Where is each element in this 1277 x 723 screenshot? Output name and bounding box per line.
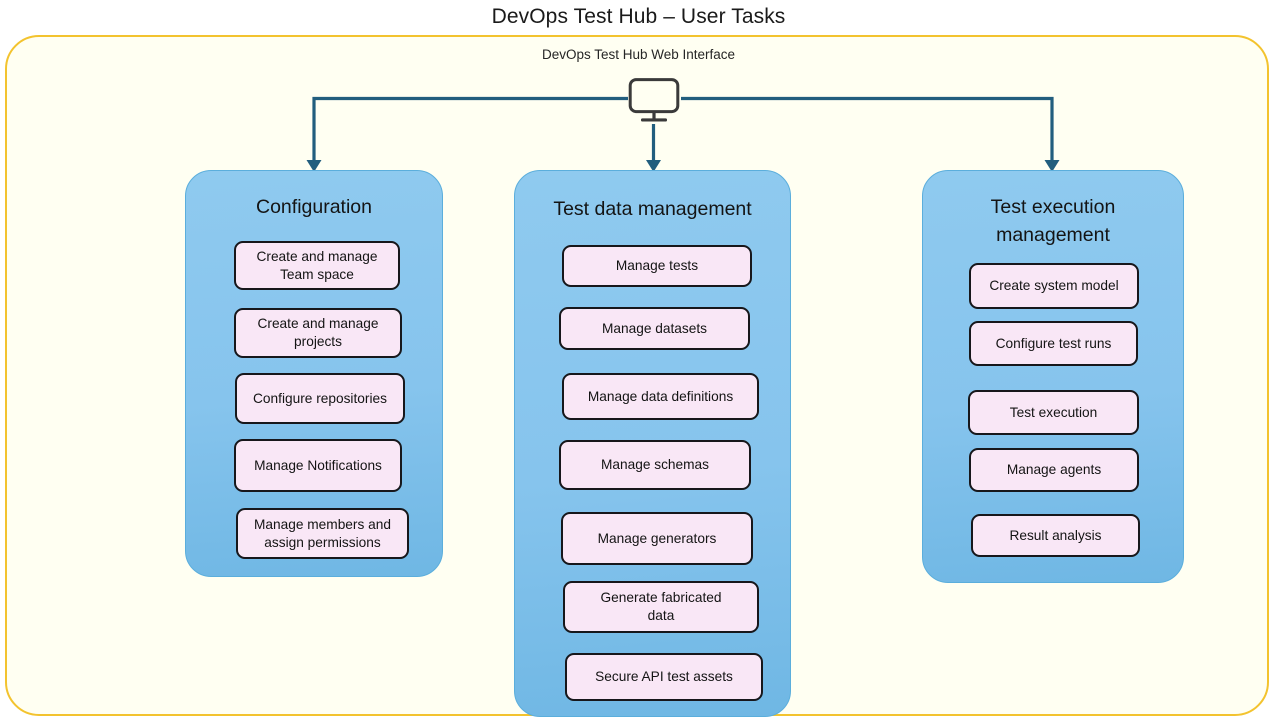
task-chip-manage-datasets[interactable]: Manage datasets — [559, 307, 750, 350]
task-chip-test-execution[interactable]: Test execution — [968, 390, 1139, 435]
task-chip-manage-tests[interactable]: Manage tests — [562, 245, 752, 287]
column-test-data-management[interactable]: Test data management Manage tests Manage… — [514, 170, 791, 717]
column-title-test-execution-management: Test execution management — [990, 196, 1116, 246]
web-interface-label: DevOps Test Hub Web Interface — [541, 47, 736, 62]
page-title: DevOps Test Hub – User Tasks — [491, 5, 786, 28]
task-chip-configure-test-runs[interactable]: Configure test runs — [969, 321, 1138, 366]
task-chip-generate-fabricated-data[interactable]: Generate fabricated data — [563, 581, 759, 633]
column-configuration[interactable]: Configuration Create and manage Team spa… — [185, 170, 443, 577]
task-chip-manage-data-definitions[interactable]: Manage data definitions — [562, 373, 759, 420]
task-chip-manage-schemas[interactable]: Manage schemas — [559, 440, 751, 490]
task-chip-manage-agents[interactable]: Manage agents — [969, 448, 1139, 492]
column-title-configuration: Configuration — [256, 196, 372, 218]
task-chip-manage-members-permissions[interactable]: Manage members and assign permissions — [236, 508, 409, 559]
task-chip-manage-notifications[interactable]: Manage Notifications — [234, 439, 402, 492]
task-chip-create-system-model[interactable]: Create system model — [969, 263, 1139, 309]
task-chip-create-manage-team-space[interactable]: Create and manage Team space — [234, 241, 400, 290]
column-title-test-data-management: Test data management — [553, 198, 752, 220]
task-chip-secure-api-test-assets[interactable]: Secure API test assets — [565, 653, 763, 701]
task-chip-result-analysis[interactable]: Result analysis — [971, 514, 1140, 557]
column-test-execution-management[interactable]: Test execution management Create system … — [922, 170, 1184, 583]
monitor-icon — [628, 78, 680, 123]
task-chip-manage-generators[interactable]: Manage generators — [561, 512, 753, 565]
task-chip-create-manage-projects[interactable]: Create and manage projects — [234, 308, 402, 358]
task-chip-configure-repositories[interactable]: Configure repositories — [235, 373, 405, 424]
